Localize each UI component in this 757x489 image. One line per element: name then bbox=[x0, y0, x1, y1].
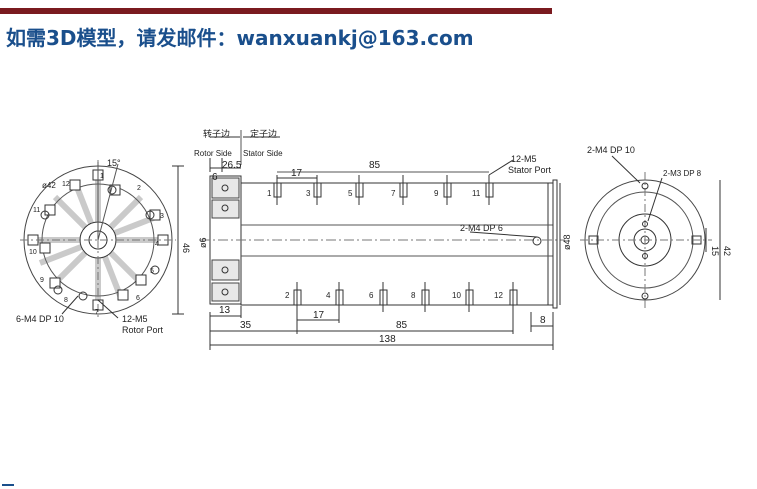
body-diameter: ø48 bbox=[562, 234, 572, 250]
dim-35: 35 bbox=[240, 320, 252, 331]
port-num-7: 7 bbox=[95, 309, 99, 316]
end-holes-a: 2-M4 DP 10 bbox=[587, 145, 635, 155]
port-num-3: 3 bbox=[160, 213, 164, 220]
rotor-side-en: Rotor Side bbox=[194, 149, 232, 158]
bottom-port-2: 2 bbox=[285, 291, 290, 300]
top-port-7: 7 bbox=[391, 189, 396, 198]
port-num-6: 6 bbox=[136, 295, 140, 302]
end-holes-b: 2-M3 DP 8 bbox=[663, 169, 702, 178]
top-port-11: 11 bbox=[472, 189, 481, 198]
mount-holes-label: 2-M4 DP 6 bbox=[460, 223, 503, 233]
dim-6: 6 bbox=[212, 172, 218, 183]
bottom-port-6: 6 bbox=[369, 291, 374, 300]
top-port-1: 1 bbox=[267, 189, 272, 198]
port-num-4: 4 bbox=[155, 241, 159, 248]
port-num-10: 10 bbox=[29, 249, 37, 256]
top-port-9: 9 bbox=[434, 189, 439, 198]
end-dim-42: 42 bbox=[722, 246, 732, 256]
diameter-label: ø42 bbox=[42, 181, 56, 190]
port-num-8: 8 bbox=[64, 297, 68, 304]
top-port-3: 3 bbox=[306, 189, 311, 198]
rotor-side-cn: 转子边 bbox=[203, 128, 230, 139]
bottom-port-10: 10 bbox=[452, 291, 461, 300]
front-holes-label: 6-M4 DP 10 bbox=[16, 314, 64, 324]
header-accent-bar bbox=[0, 8, 552, 14]
front-view bbox=[20, 160, 184, 320]
port-num-11: 11 bbox=[33, 207, 40, 214]
dim-17-top: 17 bbox=[291, 168, 303, 179]
end-view bbox=[580, 155, 721, 310]
shaft-diameter: ø6 bbox=[198, 237, 208, 248]
bottom-port-12: 12 bbox=[494, 291, 503, 300]
port-num-5: 5 bbox=[150, 268, 154, 275]
height-label: 46 bbox=[181, 243, 191, 253]
end-dim-15: 15 bbox=[710, 246, 720, 256]
dim-8: 8 bbox=[540, 315, 546, 326]
dim-138: 138 bbox=[379, 334, 396, 345]
top-port-5: 5 bbox=[348, 189, 353, 198]
stator-port-sub: Stator Port bbox=[508, 165, 552, 175]
dim-26-5: 26.5 bbox=[222, 160, 242, 171]
dim-85-bottom: 85 bbox=[396, 320, 408, 331]
dim-85-top: 85 bbox=[369, 160, 381, 171]
stator-port-label: 12-M5 bbox=[511, 154, 537, 164]
bottom-port-4: 4 bbox=[326, 291, 331, 300]
angle-label: 15° bbox=[107, 158, 121, 168]
port-num-9: 9 bbox=[40, 277, 44, 284]
front-port-sub: Rotor Port bbox=[122, 325, 164, 335]
corner-mark bbox=[2, 484, 14, 486]
stator-side-cn: 定子边 bbox=[250, 128, 277, 139]
dim-13: 13 bbox=[219, 305, 231, 316]
port-num-12: 12 bbox=[62, 181, 70, 188]
dim-17-bottom: 17 bbox=[313, 310, 325, 321]
side-view bbox=[200, 130, 565, 350]
port-num-2: 2 bbox=[137, 185, 141, 192]
port-num-1: 1 bbox=[100, 173, 104, 180]
front-port-label: 12-M5 bbox=[122, 314, 148, 324]
stator-side-en: Stator Side bbox=[243, 149, 283, 158]
bottom-port-8: 8 bbox=[411, 291, 416, 300]
contact-headline: 如需3D模型，请发邮件：wanxuankj@163.com bbox=[6, 26, 474, 50]
